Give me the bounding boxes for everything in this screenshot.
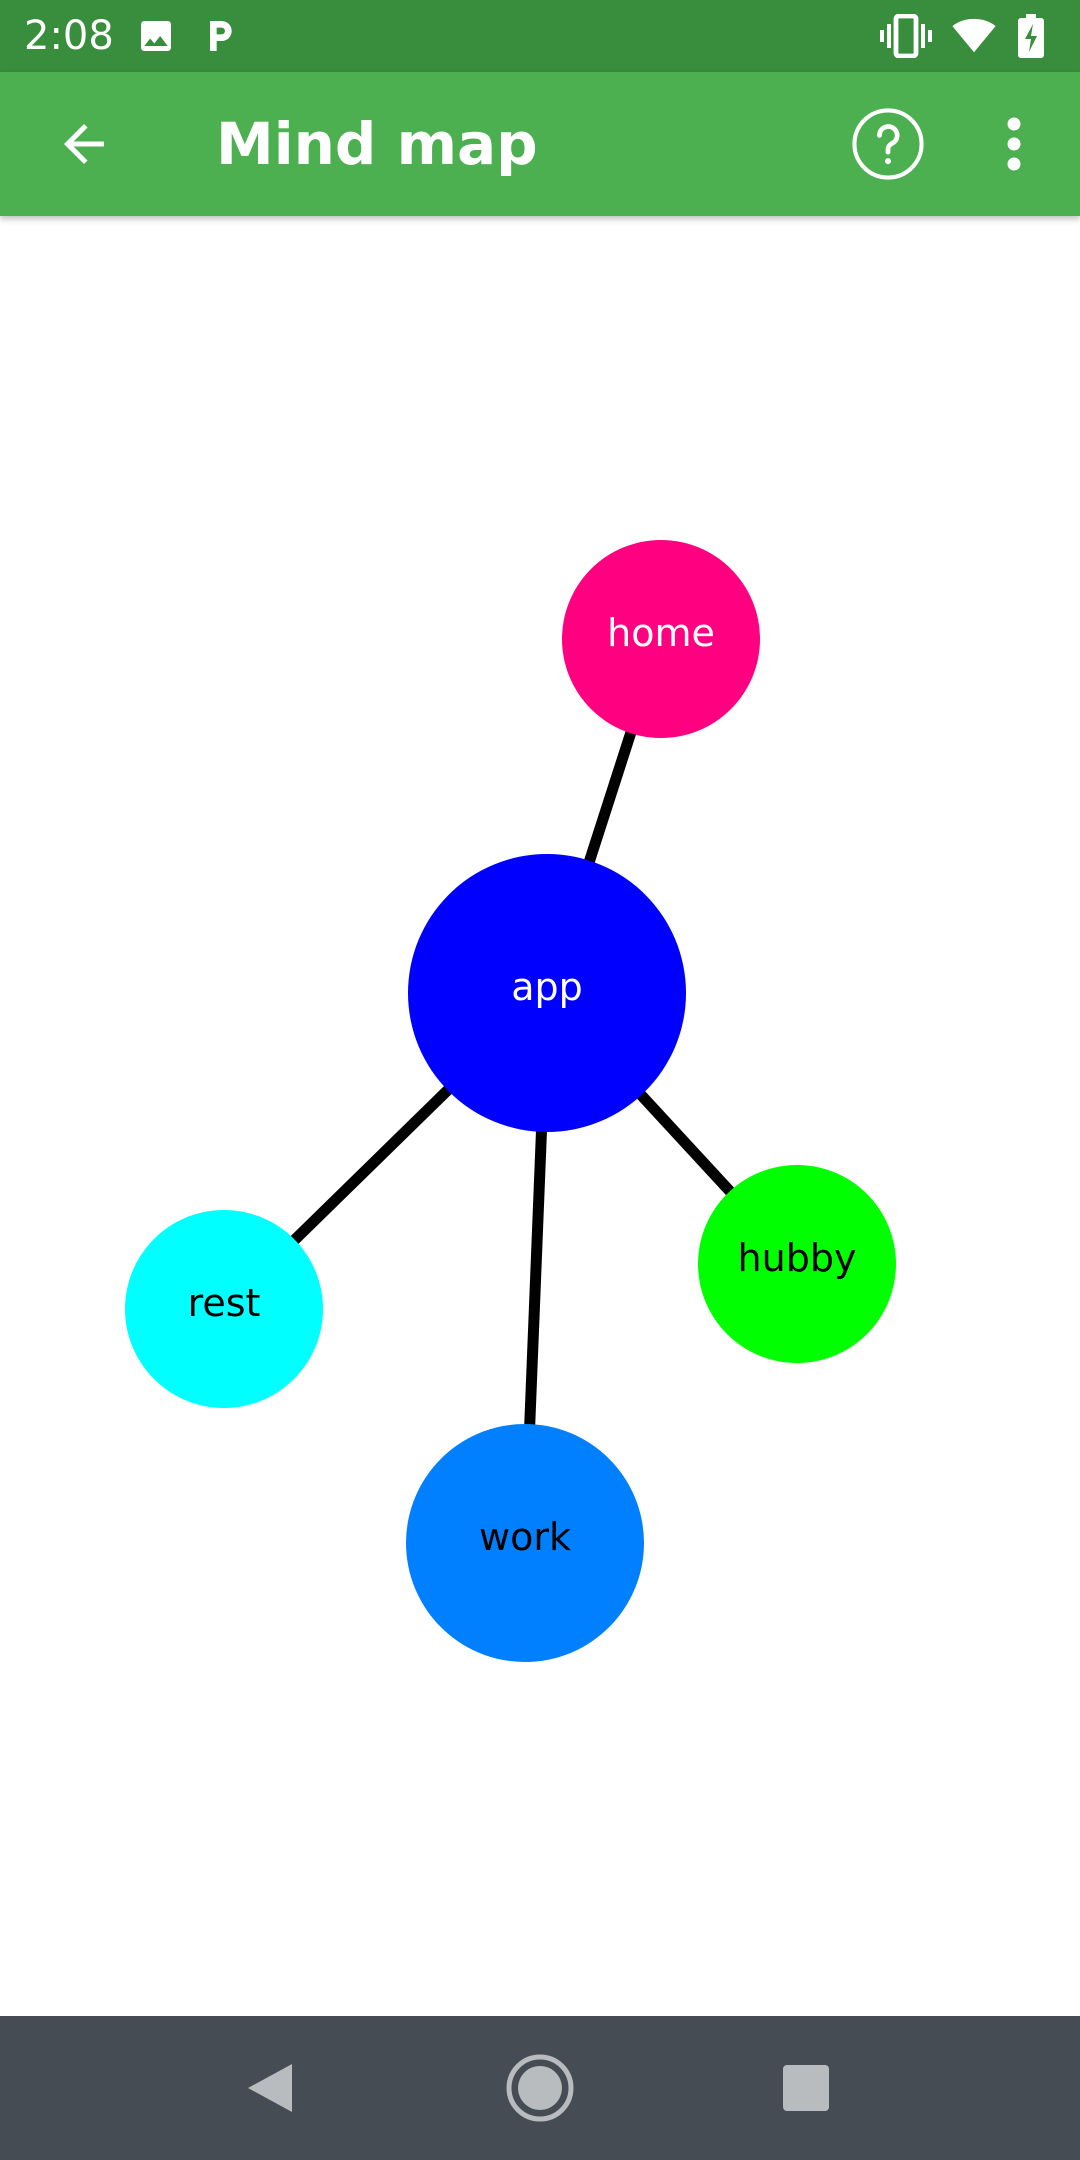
help-circle-icon[interactable]	[838, 94, 938, 194]
node-rest[interactable]: rest	[125, 1210, 323, 1408]
node-label: hubby	[737, 1236, 857, 1280]
status-time: 2:08	[24, 13, 114, 59]
mind-map-canvas[interactable]: app home hubby rest work	[0, 216, 1080, 2016]
status-bar: 2:08	[0, 0, 1080, 72]
navigation-bar	[0, 2016, 1080, 2160]
node-label: rest	[187, 1281, 261, 1325]
arrow-back-icon[interactable]	[34, 94, 134, 194]
recents-square-icon[interactable]	[734, 2016, 878, 2160]
battery-charging-icon	[1018, 0, 1044, 72]
node-hubby[interactable]: hubby	[698, 1165, 896, 1363]
parking-icon	[200, 0, 240, 72]
node-home[interactable]: home	[562, 540, 760, 738]
node-label: work	[479, 1515, 571, 1559]
node-label: home	[607, 611, 715, 655]
app-bar: Mind map	[0, 72, 1080, 216]
vibrate-icon	[880, 0, 932, 72]
home-circle-icon[interactable]	[468, 2016, 612, 2160]
more-vert-icon[interactable]	[964, 94, 1064, 194]
node-app[interactable]: app	[408, 854, 686, 1132]
node-label: app	[511, 965, 583, 1009]
page-title: Mind map	[216, 110, 538, 178]
wifi-icon	[952, 0, 996, 72]
node-work[interactable]: work	[406, 1424, 644, 1662]
image-icon	[136, 0, 176, 72]
back-triangle-icon[interactable]	[198, 2016, 342, 2160]
